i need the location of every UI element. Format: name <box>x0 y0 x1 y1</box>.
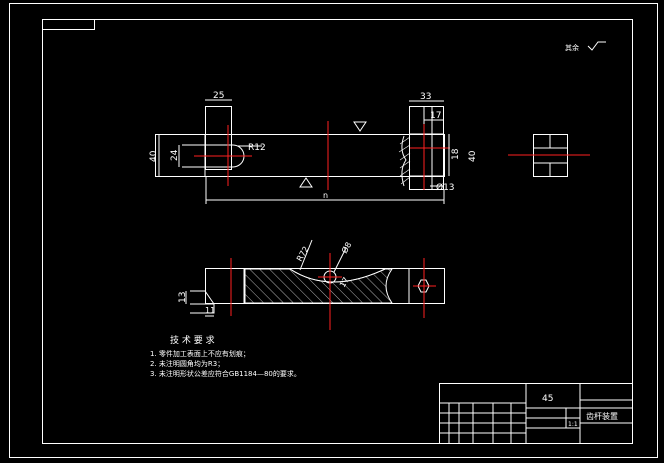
dim-v: 17 <box>338 276 351 289</box>
outer-frame <box>9 3 658 458</box>
roughness-note: 其余 <box>565 41 606 52</box>
dim-step-h: 13 <box>178 292 188 303</box>
title-block: 45 齿杆装置 1:1 <box>439 383 633 444</box>
dim-r: R72 <box>295 245 311 263</box>
material-text: 45 <box>542 394 553 404</box>
roughness-mark-icon <box>299 177 313 188</box>
dim-slot-width: 25 <box>213 91 224 101</box>
dim-step-w: 11 <box>205 306 215 315</box>
roughness-symbol-icon <box>587 41 606 51</box>
dim-overall: n <box>323 191 328 200</box>
dim-slot-height: 24 <box>170 149 180 161</box>
note-item: 2. 未注明圆角均为R3； <box>150 359 224 368</box>
scale-text: 1:1 <box>568 421 578 428</box>
dim-small-hole: Ø13 <box>436 182 455 193</box>
roughness-mark-icon <box>353 121 367 132</box>
roughness-text: 其余 <box>565 43 579 52</box>
section-view: R72 Ø8 17 13 11 <box>178 239 445 330</box>
dim-radius: R12 <box>248 143 266 153</box>
dim-right-boss: 33 <box>420 92 431 102</box>
bar-outline <box>155 134 445 177</box>
dim-height-left: 40 <box>149 150 159 162</box>
part-name: 齿杆装置 <box>586 411 618 421</box>
dim-height-right: 40 <box>468 150 478 162</box>
dim-hole: 18 <box>451 148 461 160</box>
dim-right-inner: 17 <box>430 111 441 121</box>
note-item: 1. 零件加工表面上不应有划痕； <box>150 349 250 358</box>
technical-notes: 技 术 要 求 1. 零件加工表面上不应有划痕； 2. 未注明圆角均为R3； 3… <box>150 334 301 378</box>
inner-frame <box>42 19 633 444</box>
dim-d: Ø8 <box>339 240 353 255</box>
corner-label-box <box>42 19 95 30</box>
notes-title: 技 术 要 求 <box>170 334 215 346</box>
section-hatch <box>244 268 393 304</box>
side-view <box>508 134 590 177</box>
note-item: 3. 未注明形状公差应符合GB1184—80的要求。 <box>150 369 301 378</box>
top-view: 25 33 17 40 24 R12 18 40 Ø13 n <box>149 91 478 204</box>
